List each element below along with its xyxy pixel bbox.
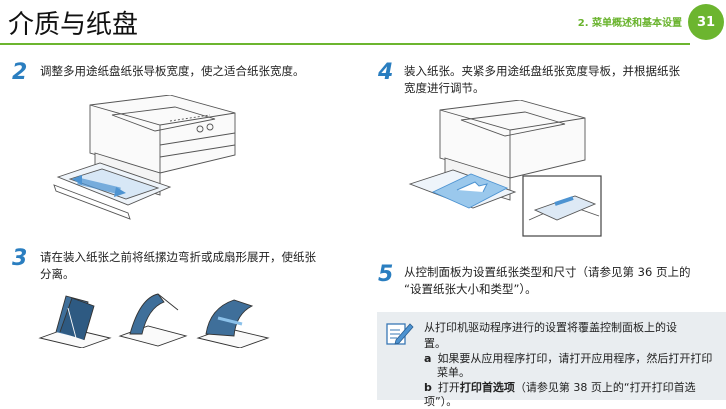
note-item-b-label: b	[424, 381, 432, 394]
step-number-3: 3	[12, 246, 28, 271]
step-4-text-line1: 装入纸张。夹紧多用途纸盘纸张宽度导板，并根据纸张	[404, 64, 680, 78]
step-3-text-line1: 请在装入纸张之前将纸摞边弯折或成扇形展开，使纸张	[40, 250, 316, 264]
note-item-a-continued: 菜单。	[437, 366, 470, 379]
step-4-text-line2: 宽度进行调节。	[404, 81, 485, 95]
printer-tray-guide-illustration	[53, 95, 236, 220]
header-rule	[0, 43, 690, 45]
note-item-a: a 如果要从应用程序打印，请打开应用程序，然后打开打印	[424, 352, 724, 366]
note-box	[377, 312, 726, 400]
step-number-2: 2	[12, 60, 28, 85]
step-2-text: 调整多用途纸盘纸张导板宽度，使之适合纸张宽度。	[40, 64, 305, 78]
pencil-note-icon	[386, 323, 414, 345]
note-item-a-label: a	[424, 352, 432, 365]
note-item-b-prefix: 打开	[437, 381, 460, 394]
page-header: 介质与纸盘 2. 菜单概述和基本设置 31	[0, 0, 726, 44]
step-number-5: 5	[378, 262, 394, 287]
step-5-text-line1: 从控制面板为设置纸张类型和尺寸（请参见第 36 页上的	[404, 265, 691, 279]
note-text-line2: 置。	[424, 337, 446, 350]
step-5-text-line2: “设置纸张大小和类型”）。	[404, 282, 537, 296]
page-title: 介质与纸盘	[8, 10, 139, 40]
step-number-4: 4	[378, 60, 394, 85]
note-text-line1: 从打印机驱动程序进行的设置将覆盖控制面板上的设	[424, 321, 677, 334]
paper-loading-illustration	[408, 100, 602, 237]
paper-fanning-illustration	[38, 293, 270, 348]
note-item-b-keyword: 打印首选项	[459, 381, 515, 394]
note-item-a-text-line1: 如果要从应用程序打印，请打开应用程序，然后打开打印	[437, 352, 713, 365]
page-number-badge: 31	[688, 4, 724, 40]
chapter-label: 2. 菜单概述和基本设置	[577, 18, 682, 29]
step-3-text-line2: 分离。	[40, 267, 75, 281]
